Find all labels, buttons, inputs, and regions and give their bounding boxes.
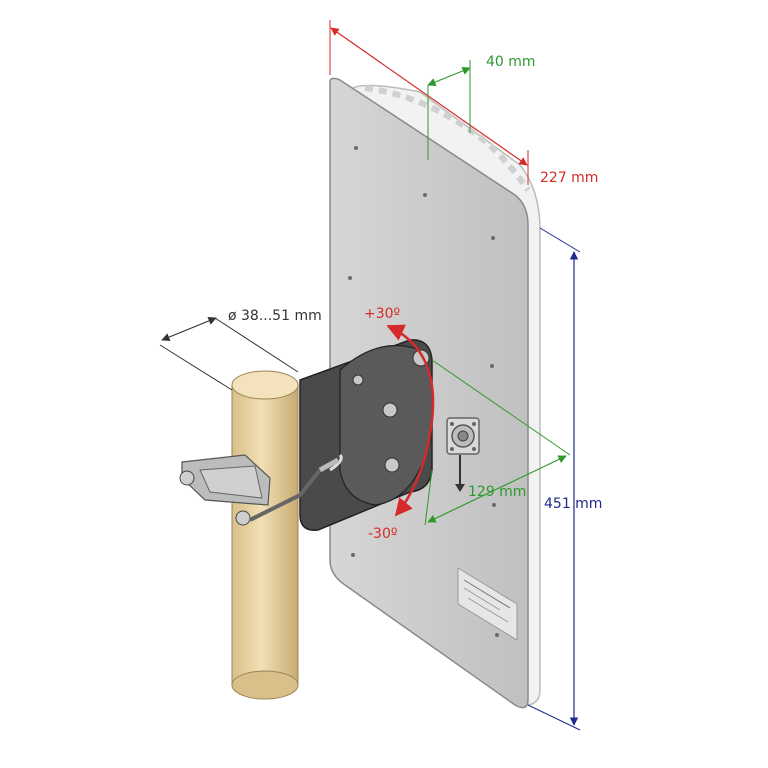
product-label <box>457 567 518 641</box>
depth-dimension: 227 mm <box>329 20 598 186</box>
tilt-arc-arrow-icon: +30º -30º <box>364 306 435 542</box>
width-dimension: 129 mm <box>424 359 571 526</box>
depth-offset-dimension: 40 mm <box>427 54 536 160</box>
depth-label: 227 mm <box>540 170 598 186</box>
depth-offset-label: 40 mm <box>486 54 536 70</box>
pole-clamp <box>179 454 340 526</box>
height-label: 451 mm <box>544 496 602 512</box>
tilt-down-label: -30º <box>368 526 397 542</box>
pole-diameter-label: ø 38...51 mm <box>228 308 322 324</box>
width-label: 129 mm <box>468 484 526 500</box>
pole-diameter-dimension: ø 38...51 mm <box>159 308 322 391</box>
tilt-up-label: +30º <box>364 306 400 322</box>
mounting-pole <box>231 370 299 700</box>
